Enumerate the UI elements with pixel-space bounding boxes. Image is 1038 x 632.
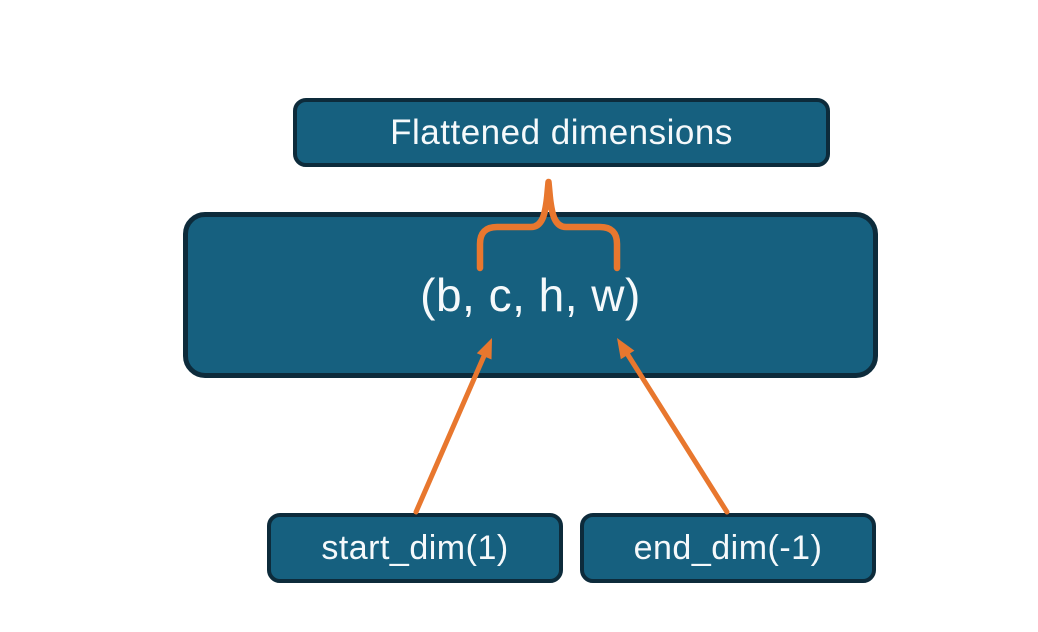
node-tensor-shape-label: (b, c, h, w)	[420, 269, 641, 321]
node-end-dim: end_dim(-1)	[580, 513, 876, 583]
node-end-dim-label: end_dim(-1)	[633, 528, 823, 567]
node-start-dim-label: start_dim(1)	[321, 528, 509, 567]
node-tensor-shape: (b, c, h, w)	[183, 212, 878, 378]
node-start-dim: start_dim(1)	[267, 513, 563, 583]
node-flattened-dimensions: Flattened dimensions	[293, 98, 830, 167]
node-flattened-dimensions-label: Flattened dimensions	[390, 112, 733, 152]
